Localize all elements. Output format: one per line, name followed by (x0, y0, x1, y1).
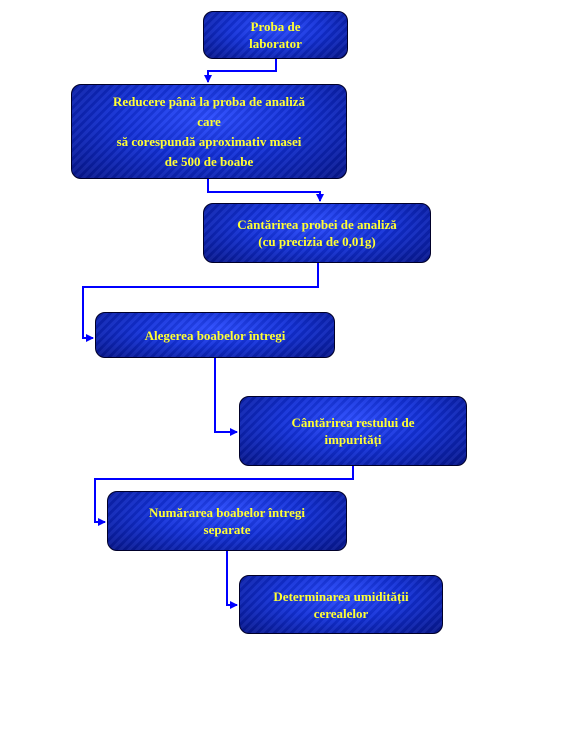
step-alegerea-boabelor: Alegerea boabelor întregi (95, 312, 335, 358)
step-reducere-proba: Reducere până la proba de analiză care s… (71, 84, 347, 179)
step-cantarirea-restului: Cântărirea restului de impurități (239, 396, 467, 466)
connector-3-4 (82, 263, 319, 342)
step-label: Determinarea umidității cerealelor (273, 588, 409, 621)
connector-5-6 (94, 466, 354, 526)
connector-2-3 (207, 179, 324, 202)
connector-1-2 (204, 59, 277, 83)
step-label: Numărarea boabelor întregi separate (149, 505, 305, 537)
step-numararea-boabelor: Numărarea boabelor întregi separate (107, 491, 347, 551)
step-label: Alegerea boabelor întregi (144, 327, 286, 343)
step-label: Reducere până la proba de analiză care s… (112, 93, 305, 169)
step-label: Proba de laborator (249, 19, 302, 51)
step-label: Cântărirea probei de analiză (cu precizi… (237, 217, 397, 249)
connector-6-7 (226, 551, 238, 609)
connector-4-5 (214, 358, 238, 436)
step-proba-de-laborator: Proba de laborator (203, 11, 348, 59)
step-label: Cântărirea restului de impurități (291, 415, 415, 447)
step-determinarea-umiditatii: Determinarea umidității cerealelor (239, 575, 443, 634)
step-cantarirea-probei: Cântărirea probei de analiză (cu precizi… (203, 203, 431, 263)
